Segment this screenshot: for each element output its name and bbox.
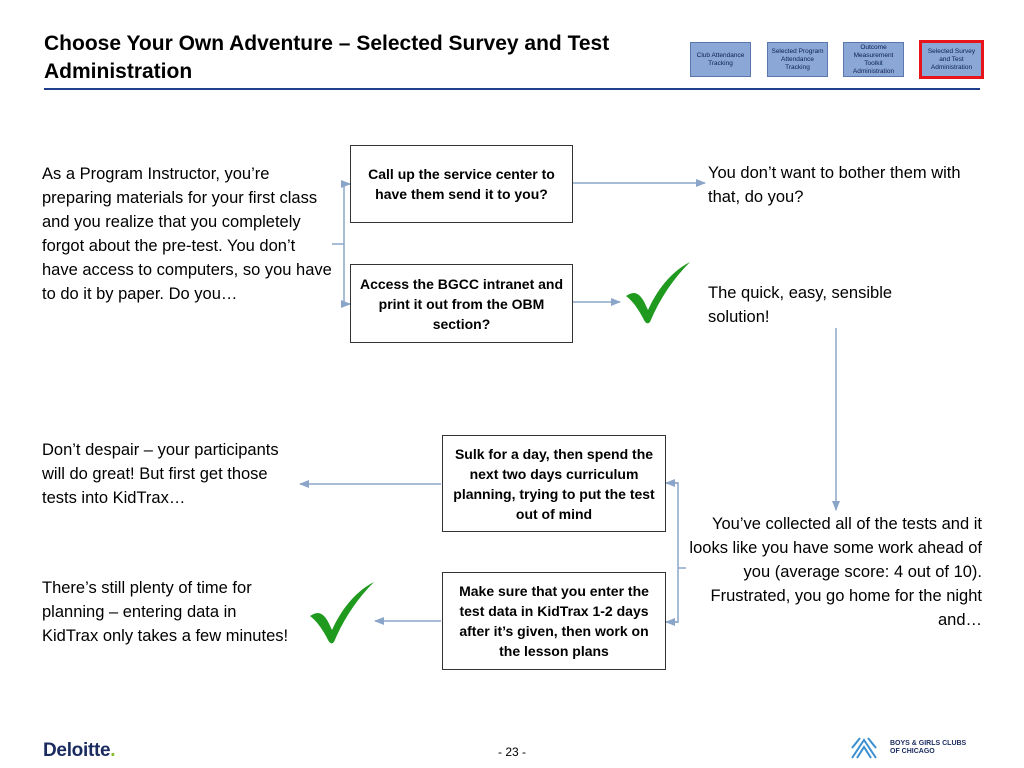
title-rule xyxy=(44,88,980,90)
choice-bgcc-intranet[interactable]: Access the BGCC intranet and print it ou… xyxy=(350,264,573,343)
bgc-logo-icon xyxy=(851,737,877,759)
deloitte-logo: Deloitte. xyxy=(43,740,116,761)
bgc-logo-text: BOYS & GIRLS CLUBS OF CHICAGO xyxy=(890,740,967,755)
outcome-dont-despair: Don’t despair – your participants will d… xyxy=(42,441,279,507)
nav-tab-outcome-toolkit[interactable]: Outcome Measurement Toolkit Administrati… xyxy=(843,42,904,77)
nav-tab-club-attendance[interactable]: Club Attendance Tracking xyxy=(690,42,751,77)
nav-tab-survey-test[interactable]: Selected Survey and Test Administration xyxy=(919,40,984,79)
checkmark-icon xyxy=(310,582,374,644)
outcome-bother-them: You don’t want to bother them with that,… xyxy=(708,164,961,206)
outcome-quick-easy: The quick, easy, sensible solution! xyxy=(708,284,893,326)
choice-sulk[interactable]: Sulk for a day, then spend the next two … xyxy=(442,435,666,532)
scenario-text: As a Program Instructor, you’re preparin… xyxy=(42,165,332,303)
nav-tab-program-attendance[interactable]: Selected Program Attendance Tracking xyxy=(767,42,828,77)
checkmark-icon xyxy=(626,262,690,324)
choice-service-center[interactable]: Call up the service center to have them … xyxy=(350,145,573,223)
collected-bracket xyxy=(666,482,679,623)
choice-enter-data[interactable]: Make sure that you enter the test data i… xyxy=(442,572,666,670)
page-number: - 23 - xyxy=(497,745,526,759)
page-title: Choose Your Own Adventure – Selected Sur… xyxy=(44,32,610,83)
outcome-plenty-time: There’s still plenty of time for plannin… xyxy=(42,579,289,645)
outcome-collected-tests: You’ve collected all of the tests and it… xyxy=(689,515,982,629)
